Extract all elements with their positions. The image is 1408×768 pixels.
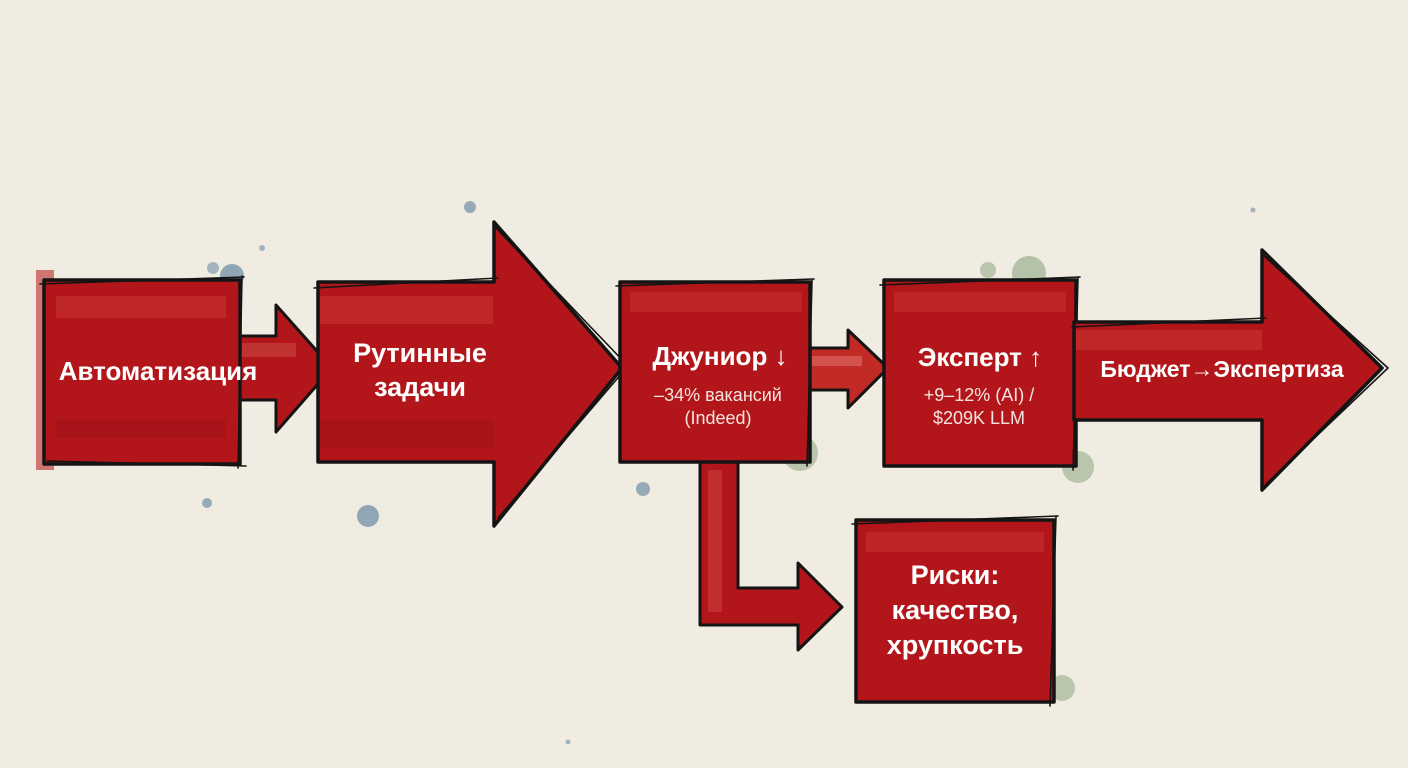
node-junior: Джуниор ↓ –34% вакансий (Indeed) — [615, 278, 815, 467]
node-automation: Автоматизация — [36, 270, 257, 470]
node-risks-line1: Риски: — [911, 560, 1000, 590]
node-budget-label: Бюджет→Экспертиза — [1100, 356, 1344, 382]
node-expert-label: Эксперт ↑ — [918, 342, 1042, 372]
node-automation-label: Автоматизация — [59, 356, 258, 386]
node-junior-detail-2: (Indeed) — [684, 408, 751, 428]
node-risks-line2: качество, — [892, 595, 1019, 625]
node-routine-line1: Рутинные — [353, 338, 487, 368]
node-junior-detail-1: –34% вакансий — [654, 385, 782, 405]
node-routine-line2: задачи — [374, 372, 466, 402]
node-expert-detail-1: +9–12% (AI) / — [924, 385, 1035, 405]
node-junior-label: Джуниор ↓ — [652, 341, 787, 371]
node-routine: Рутинные задачи — [313, 220, 629, 528]
arrow-junior-to-risks — [698, 460, 844, 652]
node-risks: Риски: качество, хрупкость — [851, 515, 1059, 707]
node-budget: Бюджет→Экспертиза — [1071, 248, 1389, 492]
node-risks-line3: хрупкость — [887, 630, 1024, 660]
arrow-automation-to-routine — [236, 303, 334, 434]
node-expert: Эксперт ↑ +9–12% (AI) / $209K LLM — [879, 276, 1081, 471]
arrow-junior-to-expert — [806, 328, 890, 410]
node-expert-detail-2: $209K LLM — [933, 408, 1025, 428]
